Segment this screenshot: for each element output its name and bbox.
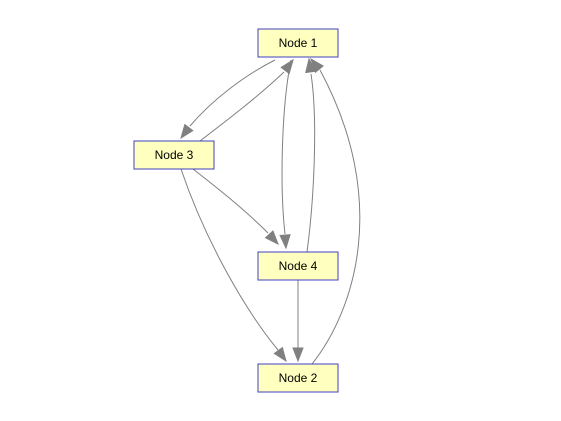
edge-node-3-to-node-1: [199, 58, 294, 142]
node-4-label: Node 4: [279, 259, 318, 273]
edge-node-3-to-node-4: [192, 168, 279, 246]
node-2[interactable]: Node 2: [257, 363, 339, 393]
edge-node-4-to-node-2: [292, 280, 304, 363]
edge-line: [311, 69, 361, 365]
nodes-layer: Node 1 Node 2 Node 3 Node 4: [133, 28, 339, 393]
arrowhead-icon: [279, 234, 291, 250]
edge-node-1-to-node-3: [180, 59, 276, 140]
node-4[interactable]: Node 4: [257, 251, 339, 281]
edge-node-1-to-node-4: [279, 59, 292, 250]
edge-line: [281, 59, 292, 235]
edge-node-4-to-node-1: [305, 57, 317, 253]
node-2-label: Node 2: [279, 371, 318, 385]
node-3-label: Node 3: [155, 148, 194, 162]
edge-node-3-to-node-2: [180, 168, 287, 363]
arrowhead-icon: [264, 230, 279, 246]
node-1-label: Node 1: [279, 36, 318, 50]
arrowhead-icon: [310, 57, 324, 74]
node-3[interactable]: Node 3: [133, 140, 215, 170]
edge-node-2-to-node-1: [310, 57, 361, 365]
edge-line: [189, 59, 276, 127]
arrowhead-icon: [280, 58, 294, 75]
edge-line: [199, 71, 285, 142]
node-1[interactable]: Node 1: [257, 28, 339, 58]
edge-line: [180, 168, 279, 351]
arrowhead-icon: [180, 123, 194, 140]
arrowhead-icon: [273, 346, 287, 363]
edges-layer: [180, 57, 361, 365]
edge-line: [306, 73, 316, 253]
edge-line: [192, 168, 269, 234]
arrowhead-icon: [305, 57, 317, 74]
arrowhead-icon: [292, 347, 304, 363]
